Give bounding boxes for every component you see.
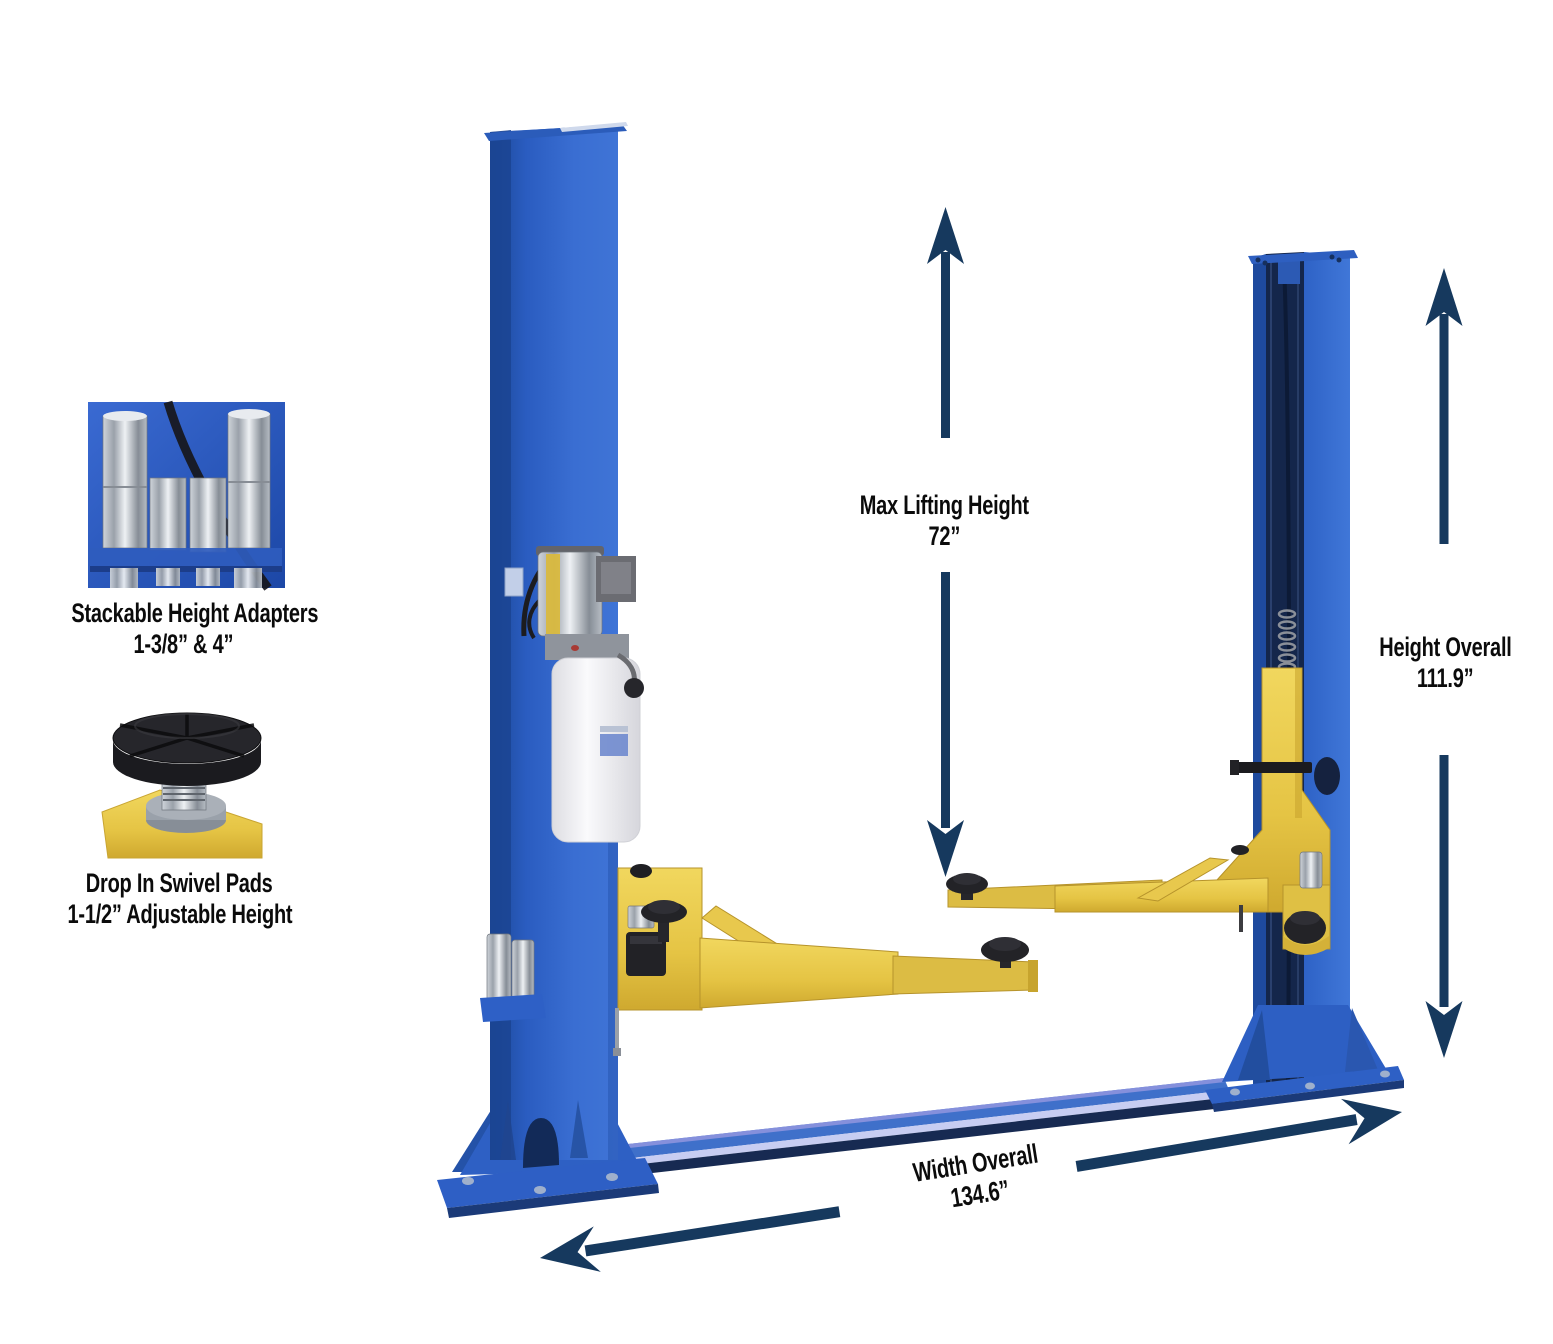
stored-adapter-cylinders: [480, 933, 546, 1022]
swivel-pad-inner-left: [641, 900, 687, 942]
max-lifting-height-title: Max Lifting Height: [859, 490, 1030, 520]
swivel-pads-value: 1-1/2” Adjustable Height: [67, 899, 292, 930]
width-overall-arrow-icon: [540, 1098, 1402, 1272]
height-overall-title: Height Overall: [1379, 632, 1512, 662]
floor-plate: [610, 1078, 1232, 1177]
height-adapters-photo: [88, 400, 285, 591]
height-overall-label: Height Overall 111.9”: [1328, 632, 1553, 695]
swivel-pads-title: Drop In Swivel Pads: [86, 868, 273, 898]
swivel-pad-outer-left: [981, 937, 1029, 968]
stackable-adapters-title: Stackable Height Adapters: [71, 598, 319, 628]
swivel-pads-caption: Drop In Swivel Pads 1-1/2” Adjustable He…: [22, 868, 337, 931]
release-lever-knob: [624, 678, 644, 698]
post-hole: [1314, 757, 1340, 795]
right-post-base: [1205, 1005, 1404, 1112]
safety-lock-lever: [1236, 762, 1312, 773]
height-overall-arrow-icon: [1425, 268, 1463, 1058]
stackable-adapters-value: 1-3/8” & 4”: [133, 629, 233, 660]
swivel-pad-inner-right: [1282, 851, 1331, 955]
max-lifting-height-value: 72”: [928, 521, 961, 552]
lift-chain: [1282, 261, 1292, 1081]
max-lifting-height-arrow-icon: [927, 207, 964, 877]
base-arch-hole: [523, 1118, 559, 1168]
spring-coil: [1277, 609, 1297, 672]
stackable-adapters-caption: Stackable Height Adapters 1-3/8” & 4”: [28, 598, 338, 661]
post-sticker: [504, 567, 524, 597]
max-lifting-height-label: Max Lifting Height 72”: [817, 490, 1072, 553]
left-carriage-and-arm: [613, 864, 1038, 1056]
left-base-plate: [437, 1100, 659, 1218]
pump-block: [545, 634, 629, 660]
swivel-pad-outer-right: [946, 873, 988, 900]
hydraulic-power-unit: [521, 546, 644, 843]
oil-reservoir: [551, 657, 641, 843]
swivel-pad-photo: [101, 712, 263, 859]
height-overall-value: 111.9”: [1417, 663, 1474, 694]
right-carriage-and-arm: [946, 667, 1331, 955]
